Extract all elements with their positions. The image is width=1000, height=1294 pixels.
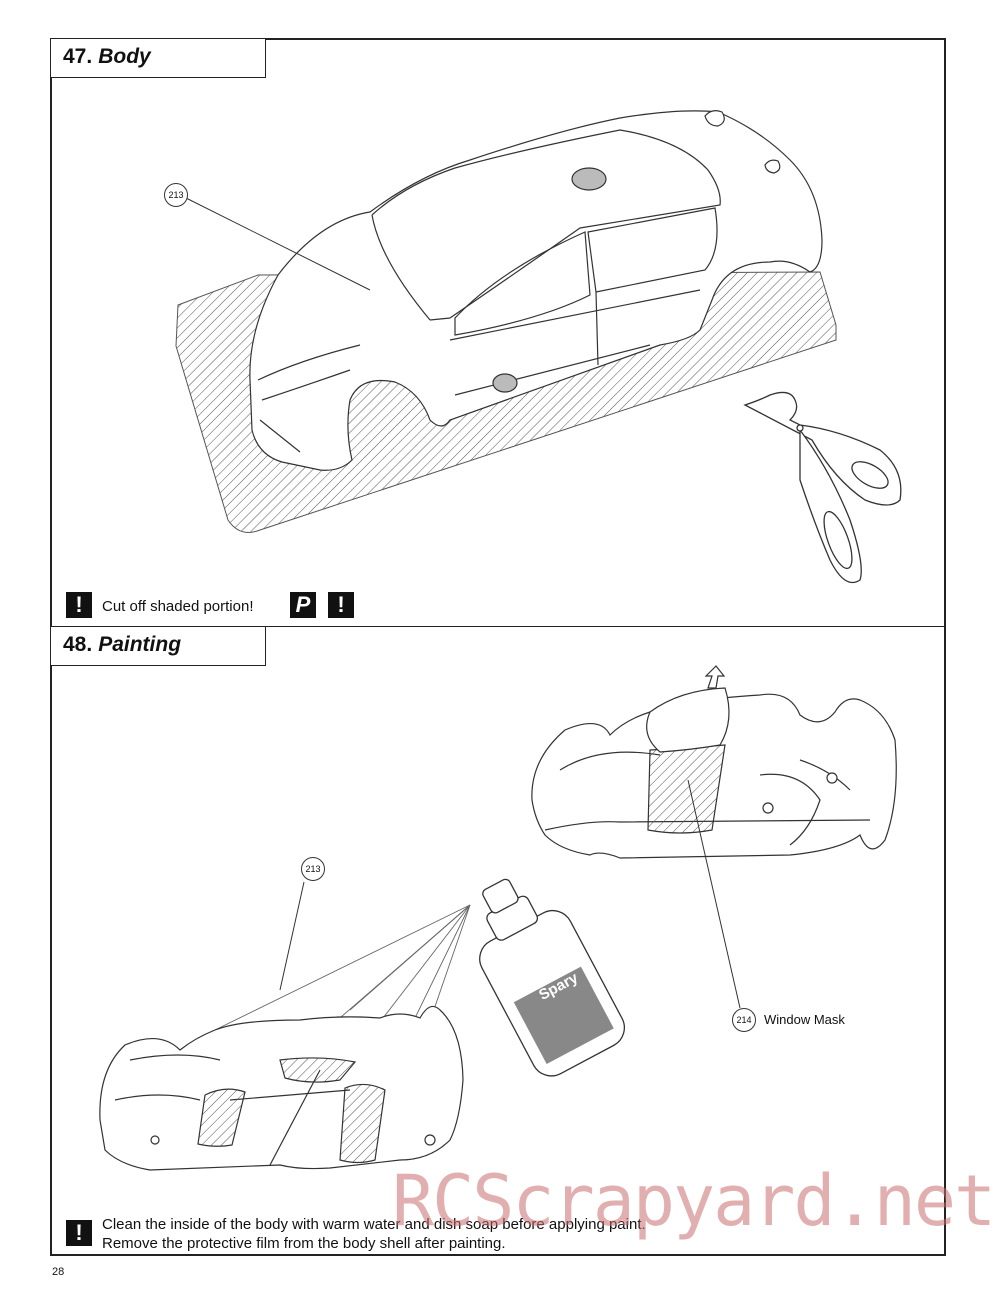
section-48-number: 48.	[63, 633, 93, 656]
section-48-title: Painting	[98, 633, 182, 656]
section-48-header: 48.Painting	[50, 626, 266, 666]
page-number: 28	[52, 1266, 65, 1278]
warning-icon-painting: !	[66, 1220, 92, 1246]
section-47-number: 47.	[63, 45, 93, 68]
leader-line-213b	[279, 881, 305, 991]
watermark: RCScrapyard.net	[392, 1160, 996, 1242]
painting-shell-masked	[531, 665, 897, 859]
leader-line-214	[687, 779, 741, 1009]
window-mask-label: Window Mask	[764, 1012, 845, 1027]
part-callout-213: 213	[164, 183, 188, 207]
spray-bottle	[479, 878, 626, 1077]
painting-note-line1: Clean the inside of the body with warm w…	[102, 1216, 646, 1233]
cut-note: Cut off shaded portion!	[102, 598, 254, 615]
section-divider	[50, 626, 946, 627]
car-body-shell	[249, 110, 823, 471]
painting-note-line2: Remove the protective film from the body…	[102, 1235, 506, 1252]
leader-line-213	[185, 197, 371, 291]
part-callout-213-painting: 213	[301, 857, 325, 881]
section-47-title: Body	[98, 45, 151, 68]
painting-note: Clean the inside of the body with warm w…	[102, 1215, 646, 1253]
scissors-illustration	[743, 391, 902, 584]
warning-icon: !	[66, 592, 92, 618]
warning-icon-2: !	[328, 592, 354, 618]
painting-shell-sprayed	[99, 1005, 464, 1171]
section-47-header: 47.Body	[50, 38, 266, 78]
part-callout-214: 214	[732, 1008, 756, 1032]
paint-icon: P	[290, 592, 316, 618]
